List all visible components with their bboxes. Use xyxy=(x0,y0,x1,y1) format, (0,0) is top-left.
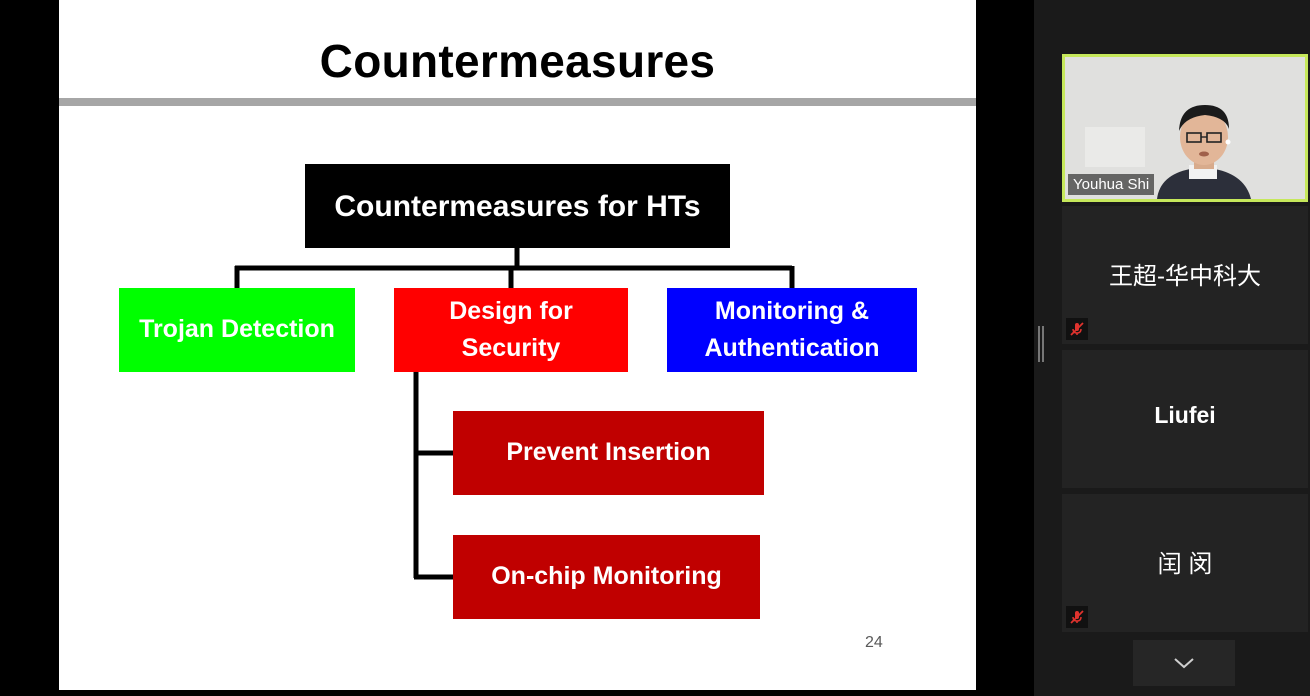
participant-name-tag: Youhua Shi xyxy=(1068,174,1155,195)
onchip-monitoring-box: On-chip Monitoring xyxy=(453,535,760,619)
scroll-down-button[interactable] xyxy=(1133,640,1235,686)
participant-tile[interactable]: 王超-华中科大 xyxy=(1062,206,1308,344)
mic-muted-icon xyxy=(1066,318,1088,340)
presentation-slide: Countermeasures xyxy=(59,0,976,690)
participant-panel: Youhua Shi 王超-华中科大 Liufei 闰 闵 xyxy=(1034,0,1310,696)
design-for-security-label: Design for Security xyxy=(449,293,573,368)
participant-name: 闰 闵 xyxy=(1157,551,1213,578)
slide-title: Countermeasures xyxy=(319,35,716,87)
shared-screen: Countermeasures xyxy=(59,0,976,690)
chevron-down-icon xyxy=(1174,658,1194,669)
mic-muted-icon xyxy=(1066,606,1088,628)
participant-tile-video[interactable]: Youhua Shi xyxy=(1062,54,1308,202)
participant-name: Liufei xyxy=(1154,402,1216,428)
tree-connectors xyxy=(234,248,795,580)
participant-tile[interactable]: 闰 闵 xyxy=(1062,494,1308,632)
dfs-line1: Design for xyxy=(449,296,573,325)
participant-video-feed xyxy=(1065,57,1305,199)
participant-name: 王超-华中科大 xyxy=(1109,263,1261,290)
participant-tile[interactable]: Liufei xyxy=(1062,350,1308,488)
design-for-security-box: Design for Security xyxy=(394,288,628,372)
monitoring-authentication-box: Monitoring & Authentication xyxy=(667,288,917,372)
slide-page-number: 24 xyxy=(865,634,883,651)
trojan-detection-label: Trojan Detection xyxy=(139,315,335,344)
onchip-monitoring-label: On-chip Monitoring xyxy=(491,562,722,591)
title-underline xyxy=(59,98,976,106)
trojan-detection-box: Trojan Detection xyxy=(119,288,355,372)
prevent-insertion-label: Prevent Insertion xyxy=(506,438,711,467)
monitoring-label: Monitoring & Authentication xyxy=(705,293,880,368)
root-box: Countermeasures for HTs xyxy=(305,164,730,248)
prevent-insertion-box: Prevent Insertion xyxy=(453,411,764,495)
monitoring-line2: Authentication xyxy=(704,334,880,362)
root-label: Countermeasures for HTs xyxy=(334,189,701,223)
panel-resize-handle[interactable] xyxy=(1038,326,1044,362)
dfs-line2: Security xyxy=(461,334,561,362)
monitoring-line1: Monitoring & xyxy=(714,296,870,325)
